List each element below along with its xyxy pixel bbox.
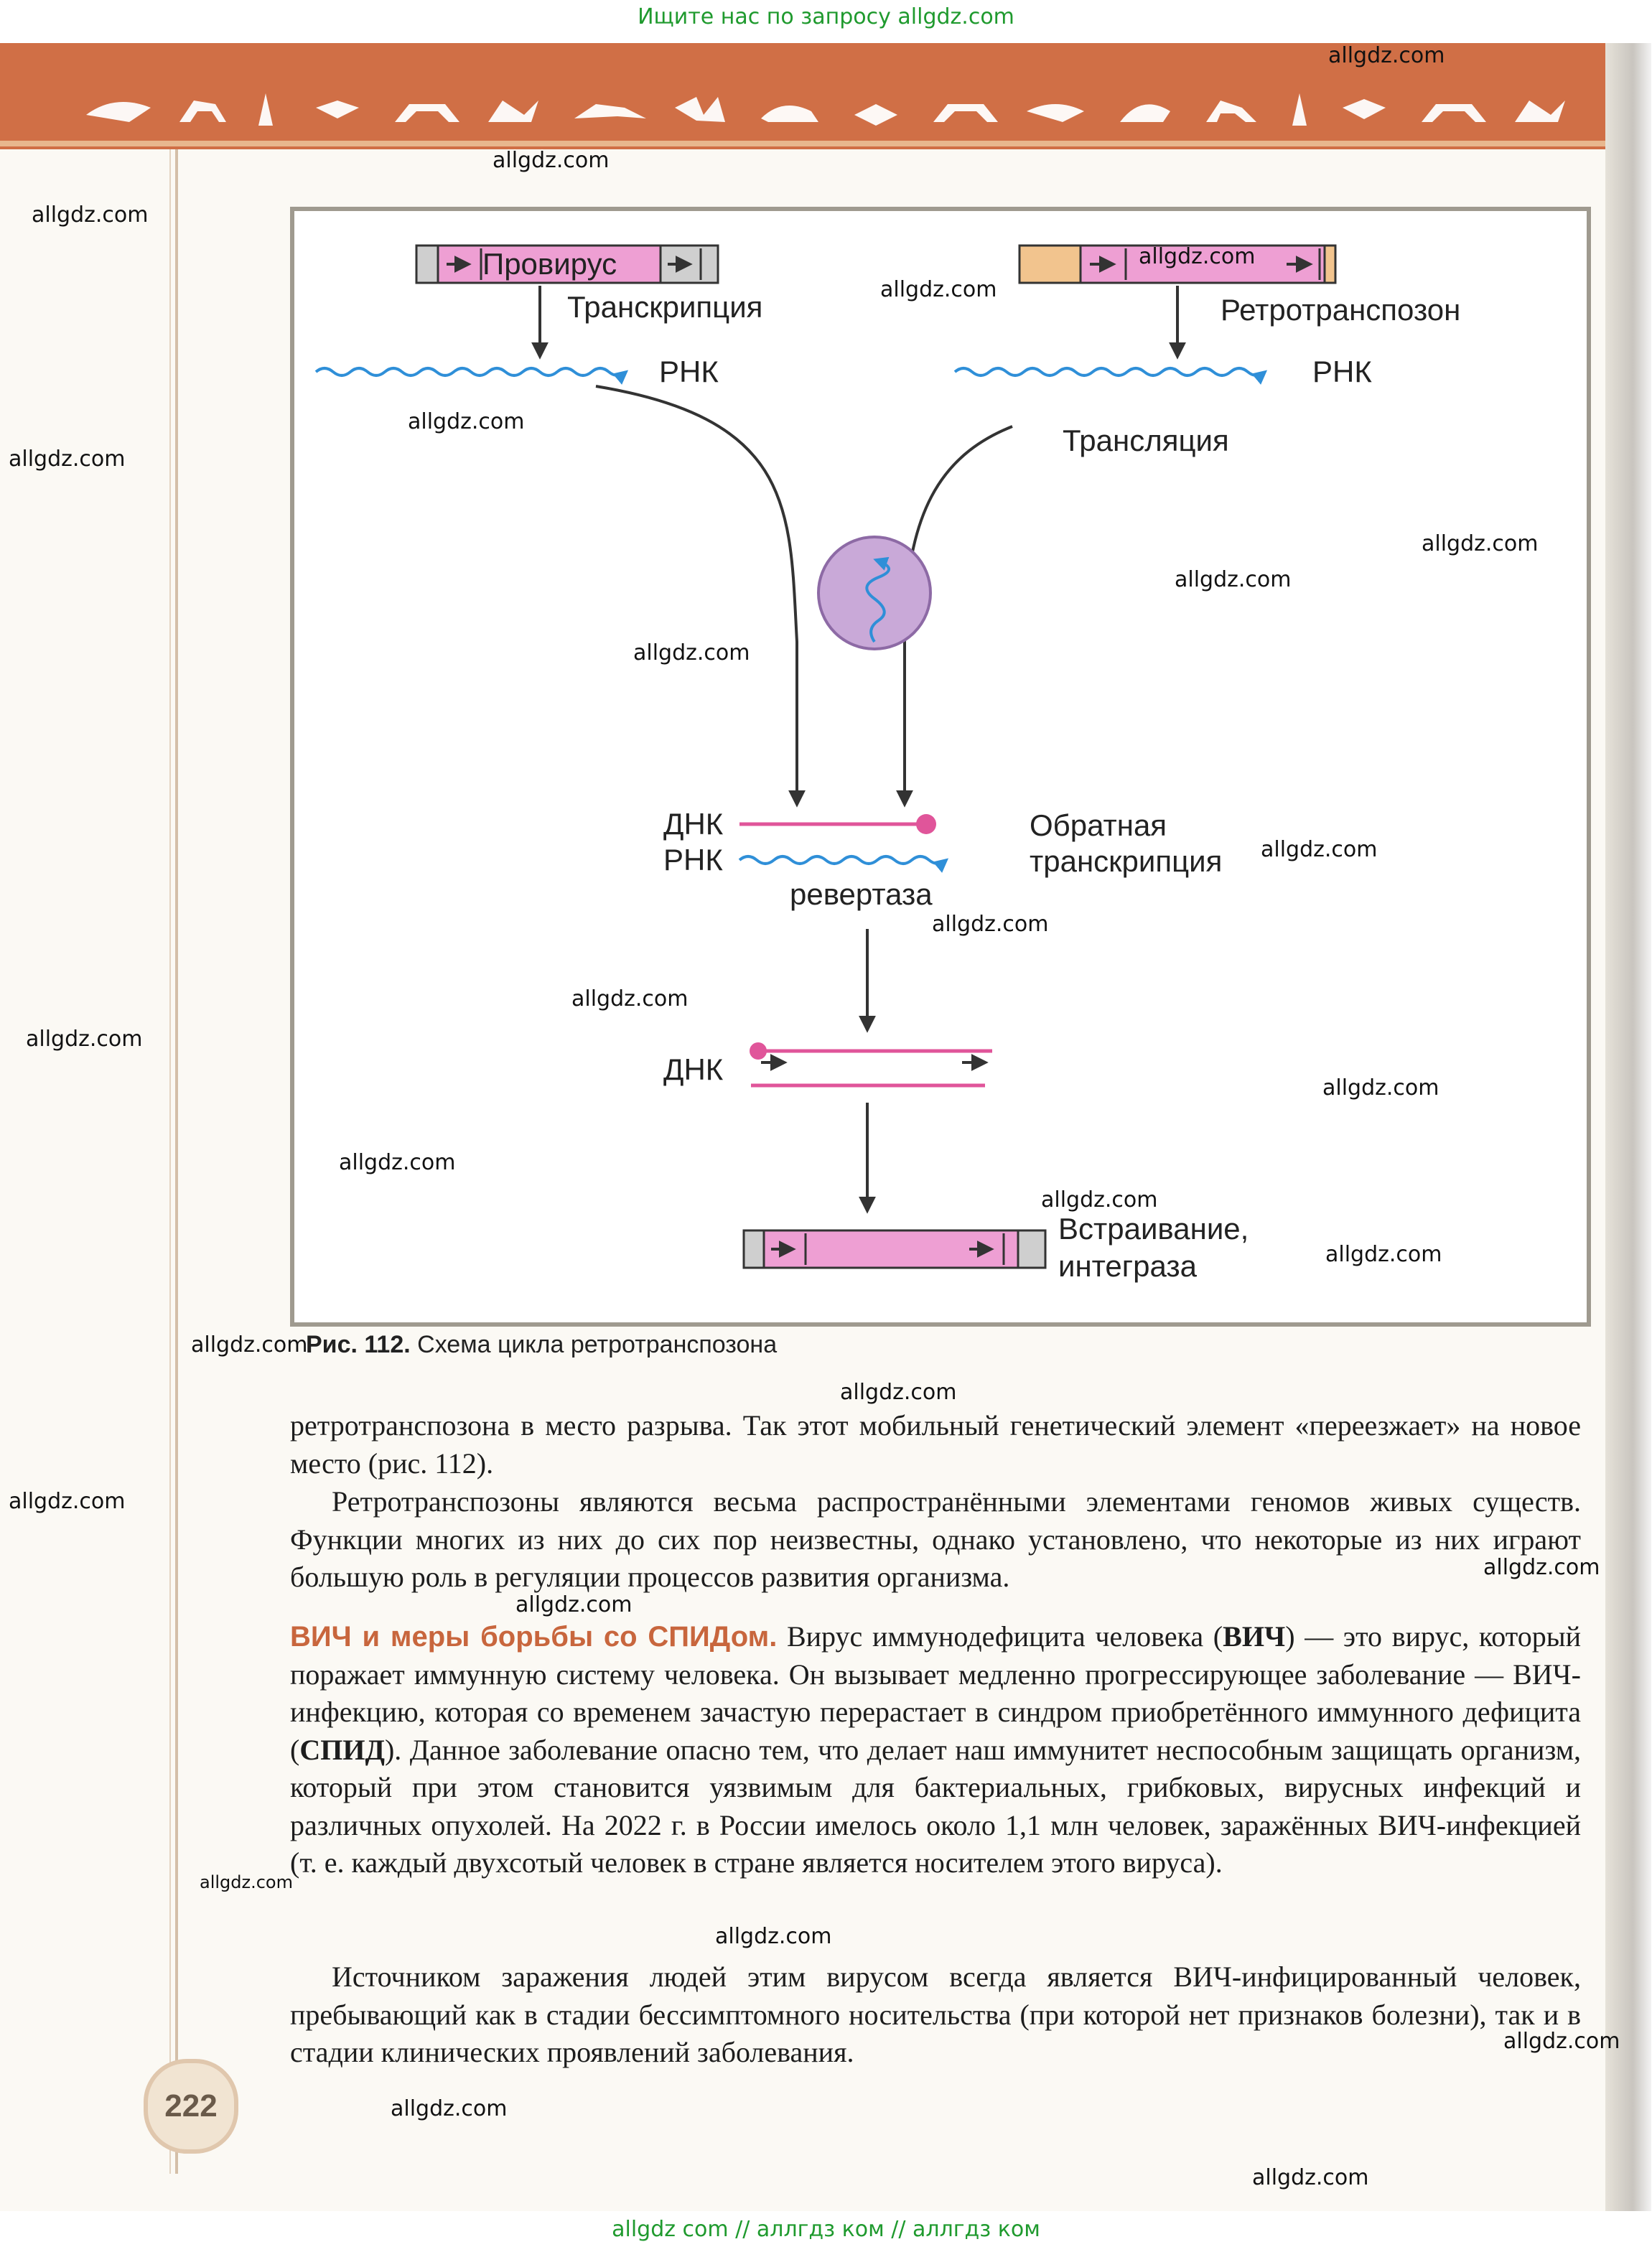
watermark: allgdz.com (408, 409, 525, 434)
animal-icon (933, 104, 998, 122)
retrotransposon-element (1018, 244, 1337, 284)
rna-label-lower: РНК (663, 843, 723, 877)
animal-icon (1027, 104, 1084, 122)
integration-label-2: интеграза (1058, 1249, 1198, 1283)
rna-label-right: РНК (1312, 355, 1372, 388)
watermark: allgdz.com (200, 1872, 293, 1892)
watermark: allgdz.com (515, 1592, 633, 1617)
animal-icon (1515, 101, 1565, 122)
page-number: 222 (144, 2059, 238, 2154)
double-stranded-dna (750, 1042, 992, 1088)
animal-icon (1120, 104, 1170, 122)
paragraph-4: Источником заражения людей этим вирусом … (290, 1961, 1581, 2068)
watermark: allgdz.com (32, 202, 149, 228)
watermark: allgdz.com (391, 2096, 508, 2121)
banner-underline (0, 141, 1644, 146)
term-hiv: ВИЧ (1223, 1620, 1286, 1653)
watermark: allgdz.com (571, 986, 689, 1011)
reverse-transcription-label-1: Обратная (1030, 808, 1167, 842)
header-note[interactable]: Ищите нас по запросу allgdz.com (638, 4, 1014, 29)
watermark: allgdz.com (1325, 1242, 1442, 1267)
watermark: allgdz.com (633, 640, 750, 665)
reverse-transcription-label-2: транскрипция (1030, 844, 1222, 878)
margin-ruler (169, 149, 171, 2174)
watermark: allgdz.com (1252, 2165, 1369, 2190)
watermark: allgdz.com (1328, 43, 1445, 68)
provirus-label: Провирус (482, 247, 617, 281)
figure-112-frame: Провирус Транскрипция Ретротранспозон РН… (290, 207, 1591, 1327)
watermark: allgdz.com (191, 1332, 308, 1358)
watermark: allgdz.com (1322, 1075, 1439, 1101)
rna-strand-left (314, 367, 629, 385)
animal-icon (1292, 93, 1307, 126)
watermark: allgdz.com (1261, 837, 1378, 862)
animal-icon (1343, 99, 1386, 119)
watermark: allgdz.com (880, 277, 997, 302)
footer-note[interactable]: allgdz com // аллгдз ком // аллгдз ком (612, 2217, 1040, 2242)
watermark: allgdz.com (339, 1150, 456, 1175)
watermark: allgdz.com (493, 148, 610, 173)
animal-icon (258, 93, 273, 126)
retrotransposon-label: Ретротранспозон (1221, 293, 1460, 327)
figure-caption-text: Схема цикла ретротранспозона (410, 1331, 778, 1358)
rna-strand-right (953, 367, 1268, 385)
watermark: allgdz.com (1483, 1555, 1600, 1580)
page-banner (0, 43, 1644, 149)
revertase-label: ревертаза (790, 877, 933, 911)
watermark: allgdz.com (840, 1380, 957, 1405)
watermark: allgdz.com (1503, 2029, 1620, 2054)
animal-icon (488, 101, 538, 122)
watermark: allgdz.com (1175, 567, 1292, 592)
animal-icon (1206, 101, 1256, 122)
page-gutter-shadow (1605, 43, 1651, 2211)
watermark: allgdz.com (715, 1924, 832, 1949)
watermark: allgdz.com (1422, 531, 1539, 556)
animal-icon (574, 104, 646, 118)
paragraph-2: Ретротранспозоны являются весьма распрос… (290, 1485, 1581, 1593)
paragraph-3: ВИЧ и меры борьбы со СПИДом. Вирус иммун… (290, 1620, 1581, 1879)
integration-label-1: Встраивание, (1058, 1212, 1249, 1246)
watermark: allgdz.com (9, 447, 126, 472)
animal-icon (179, 101, 226, 122)
watermark: allgdz.com (9, 1489, 126, 1514)
animal-icon (1422, 104, 1486, 122)
rna-strand-template (738, 855, 949, 873)
animal-icon (316, 101, 359, 118)
retrotransposon-cycle-diagram: Провирус Транскрипция Ретротранспозон РН… (314, 244, 1460, 1283)
integrated-element (742, 1229, 1047, 1269)
provirus-element: Провирус (415, 244, 719, 284)
paragraph-1: ретротранспозона в место разрыва. Так эт… (290, 1409, 1581, 1480)
animal-icon (854, 104, 897, 126)
rna-label-left: РНК (659, 355, 719, 388)
watermark: allgdz.com (1041, 1187, 1158, 1213)
animal-icon (395, 104, 459, 122)
figure-caption: Рис. 112. Схема цикла ретротранспозона (306, 1331, 777, 1359)
watermark: allgdz.com (1139, 244, 1256, 269)
section-heading: ВИЧ и меры борьбы со СПИДом. (290, 1621, 778, 1653)
watermark: allgdz.com (932, 912, 1049, 937)
animal-icon (761, 106, 818, 122)
watermark: allgdz.com (26, 1027, 143, 1052)
animal-silhouettes-strip (86, 93, 1565, 126)
translation-label: Трансляция (1063, 424, 1229, 457)
figure-caption-number: Рис. 112. (306, 1331, 411, 1358)
margin-ruler (175, 149, 178, 2174)
animal-icon (86, 102, 151, 122)
dna-label-1: ДНК (663, 807, 724, 841)
virus-particle (817, 536, 932, 650)
term-aids: СПИД (299, 1733, 385, 1766)
dna-label-2: ДНК (663, 1052, 724, 1086)
transcription-label: Транскрипция (567, 290, 762, 324)
animal-icon (675, 97, 725, 122)
